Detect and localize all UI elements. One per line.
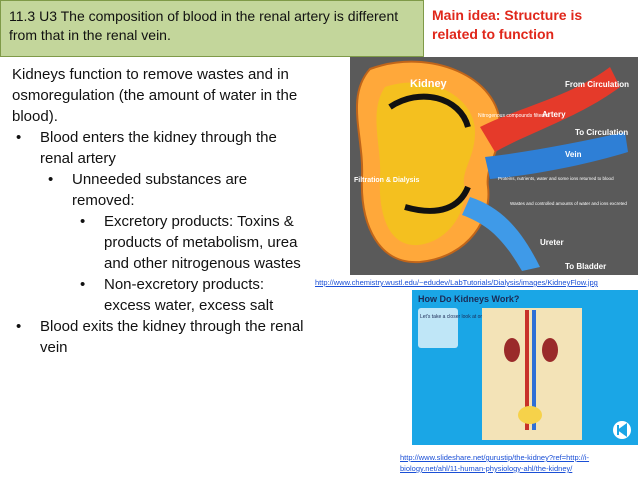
flow-arrow-upper: [388, 93, 471, 128]
label-to-bladder: To Bladder: [565, 262, 606, 271]
label-kidney: Kidney: [410, 78, 448, 90]
bladder: [518, 406, 542, 424]
label-to-circulation: To Circulation: [575, 128, 628, 137]
speech-bubble-text: Let's take a closer look at one of the k…: [420, 314, 522, 320]
label-artery: Artery: [542, 110, 566, 119]
note-filtered: Nitrogenous compounds filtered: [478, 113, 549, 119]
figure1-source-link[interactable]: http://www.chemistry.wustl.edu/~edudev/L…: [315, 278, 598, 287]
figure2-source-link-line1[interactable]: http://www.slideshare.net/gurustip/the-k…: [400, 453, 590, 462]
left-kidney: [504, 338, 520, 362]
how-kidneys-work-figure: How Do Kidneys Work? Let's take a closer…: [412, 290, 638, 445]
renal-artery-shape: [480, 67, 620, 152]
label-from-circulation: From Circulation: [565, 80, 629, 89]
label-filtration: Filtration & Dialysis: [354, 177, 419, 184]
ureter-shape: [462, 197, 540, 271]
kidney-flow-diagram: Kidney From Circulation Artery To Circul…: [350, 57, 638, 275]
intro-paragraph: Kidneys function to remove wastes and in…: [12, 66, 298, 125]
renal-vein-shape: [485, 132, 628, 179]
figure2-source-link-line2[interactable]: biology.net/ahl/11-human-physiology-ahl/…: [400, 464, 573, 473]
bullet-excretory-products: • Excretory products: Toxins & products …: [80, 213, 301, 272]
bullet-blood-exits: • Blood exits the kidney through the ren…: [16, 318, 304, 356]
slide-title: 11.3 U3 The composition of blood in the …: [0, 0, 424, 57]
main-idea-callout: Main idea: Structure is related to funct…: [432, 7, 583, 42]
bullet-unneeded-substances: • Unneeded substances are removed:: [48, 171, 248, 209]
bullet-non-excretory-products: • Non-excretory products: excess water, …: [80, 276, 274, 314]
flow-arrow-lower: [404, 185, 471, 214]
vena-cava-line: [532, 310, 536, 430]
right-kidney: [542, 338, 558, 362]
speech-bubble: [418, 308, 458, 348]
note-returned: Proteins, nutrients, water and some ions…: [498, 176, 614, 181]
bullet-blood-enters: • Blood enters the kidney through the re…: [16, 129, 277, 167]
label-vein: Vein: [565, 150, 582, 159]
note-excreted: Wastes and controlled amounts of water a…: [510, 201, 627, 206]
body-text: Kidneys function to remove wastes and in…: [12, 64, 312, 358]
label-ureter: Ureter: [540, 238, 564, 247]
figure2-header: How Do Kidneys Work?: [418, 294, 519, 304]
skip-back-glyph: [617, 423, 627, 437]
aorta-line: [525, 310, 529, 430]
